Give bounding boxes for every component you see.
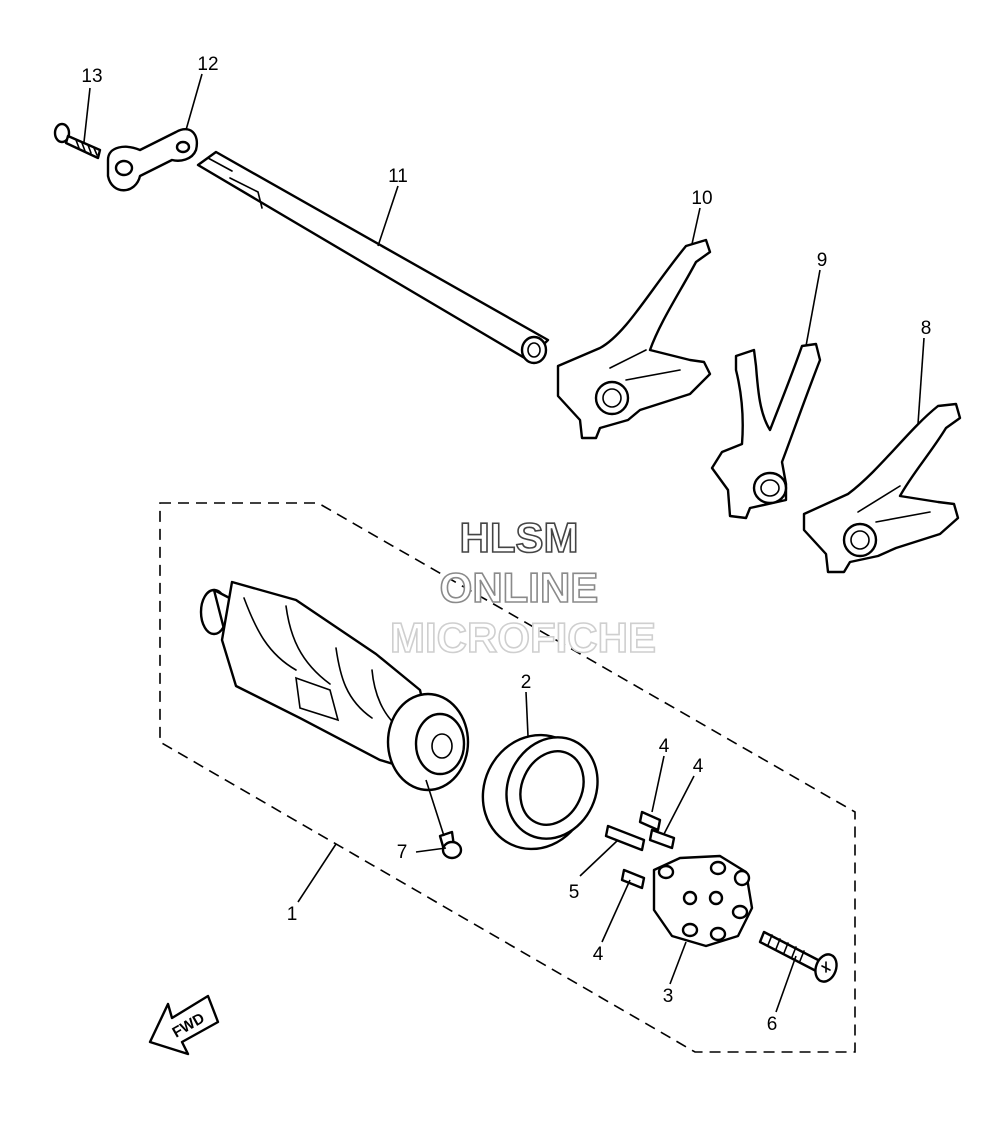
part-13-screw[interactable] bbox=[53, 122, 102, 160]
watermark-line-2: ONLINE bbox=[440, 564, 599, 611]
callout-7: 7 bbox=[397, 842, 408, 863]
assembly-outline bbox=[159, 502, 856, 1053]
callout-4-right: 4 bbox=[693, 756, 704, 777]
callout-6: 6 bbox=[767, 1014, 778, 1035]
part-4-pin-top[interactable] bbox=[638, 810, 662, 832]
callout-1: 1 bbox=[287, 904, 298, 925]
part-6-screw[interactable] bbox=[758, 930, 840, 985]
callout-3: 3 bbox=[663, 986, 674, 1007]
callout-5: 5 bbox=[569, 882, 580, 903]
callout-12: 12 bbox=[197, 54, 218, 75]
fwd-arrow: FWD bbox=[148, 994, 220, 1056]
part-12-stopper-plate[interactable] bbox=[106, 127, 199, 192]
callout-9: 9 bbox=[817, 250, 828, 271]
part-4-pin-bottom[interactable] bbox=[620, 868, 646, 890]
part-11-guide-bar[interactable] bbox=[196, 150, 550, 365]
callout-8: 8 bbox=[921, 318, 932, 339]
callout-4-top: 4 bbox=[659, 736, 670, 757]
part-9-shift-fork[interactable] bbox=[710, 342, 822, 520]
watermark-line-1: HLSM bbox=[460, 514, 579, 561]
leader-lines bbox=[83, 73, 925, 1013]
callout-2: 2 bbox=[521, 672, 532, 693]
part-2-bearing[interactable] bbox=[464, 717, 613, 866]
watermark-line-3: MICROFICHE bbox=[390, 614, 656, 661]
part-7-screw[interactable] bbox=[438, 830, 463, 860]
callout-11: 11 bbox=[388, 166, 408, 187]
callout-13: 13 bbox=[81, 66, 102, 87]
part-3-segment[interactable] bbox=[652, 854, 754, 948]
part-10-shift-fork[interactable] bbox=[556, 238, 712, 440]
watermark: HLSM ONLINE MICROFICHE bbox=[389, 513, 657, 662]
part-4-pin-right[interactable] bbox=[648, 828, 676, 850]
callout-10: 10 bbox=[691, 188, 712, 209]
callout-labels: 13 12 11 10 9 8 2 4 4 7 5 1 4 3 6 bbox=[81, 54, 931, 1035]
callout-4-bottom: 4 bbox=[593, 944, 604, 965]
part-5-pin[interactable] bbox=[604, 824, 646, 852]
shift-drum[interactable] bbox=[199, 580, 470, 792]
part-8-shift-fork[interactable] bbox=[802, 402, 962, 574]
